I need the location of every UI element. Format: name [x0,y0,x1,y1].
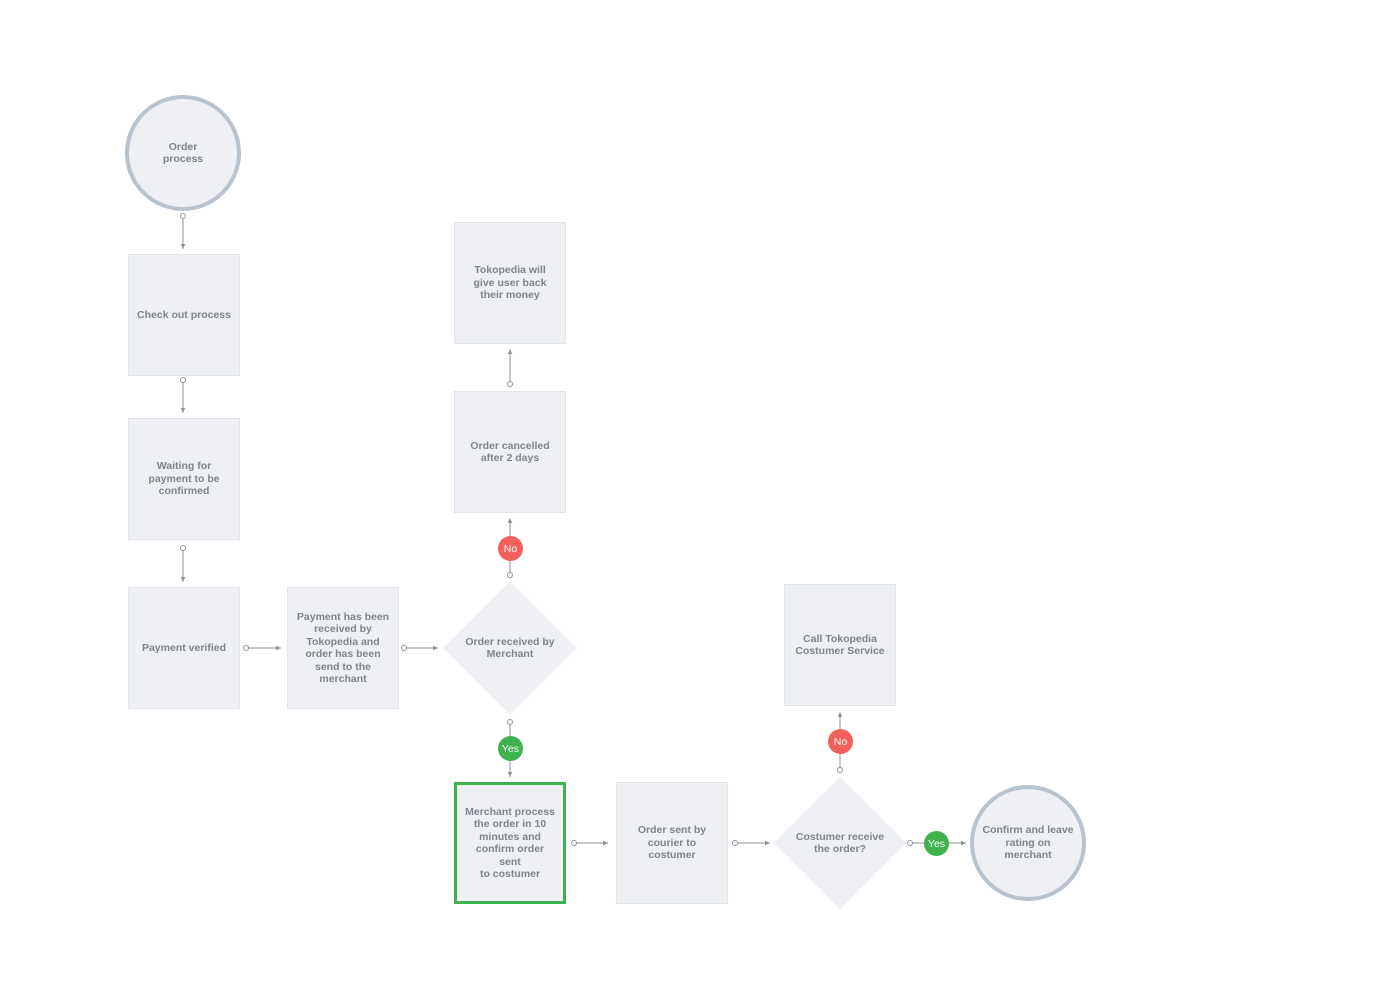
confirm-rating-node: Confirm and leave rating on merchant [970,785,1086,901]
order-received-decision-label: Order received by Merchant [465,635,555,661]
payment-verified-node: Payment verified [128,587,240,709]
payment-verified-label: Payment verified [141,641,227,654]
waiting-node: Waiting for payment to be confirmed [128,418,240,540]
refund-label: Tokopedia will give user back their mone… [473,264,547,302]
start-node-label: Order process [162,140,204,166]
order-received-decision: Order received by Merchant [443,581,577,715]
payment-received-label: Payment has been received by Tokopedia a… [296,610,390,686]
start-node: Order process [125,95,241,211]
connector-dot [180,213,186,219]
connector-dot [507,572,513,578]
confirm-rating-label: Confirm and leave rating on merchant [982,824,1074,862]
checkout-node-label: Check out process [137,308,231,321]
costumer-receive-decision-label: Costumer receive the order? [795,830,885,856]
waiting-node-label: Waiting for payment to be confirmed [148,460,220,498]
order-sent-label: Order sent by courier to costumer [637,824,707,862]
connector-dot [732,840,738,846]
connector-dot [907,840,913,846]
connector-dot [243,645,249,651]
refund-node: Tokopedia will give user back their mone… [454,222,566,344]
order-cancelled-label: Order cancelled after 2 days [470,439,550,465]
no-badge: No [828,729,853,754]
merchant-process-node: Merchant process the order in 10 minutes… [454,782,566,904]
payment-received-node: Payment has been received by Tokopedia a… [287,587,399,709]
no-badge: No [498,536,523,561]
connector-dot [571,840,577,846]
connector-dot [507,719,513,725]
call-cs-label: Call Tokopedia Costumer Service [795,632,885,658]
merchant-process-label: Merchant process the order in 10 minutes… [465,805,555,881]
connector-dot [837,767,843,773]
checkout-node: Check out process [128,254,240,376]
connector-dot [180,377,186,383]
connector-dot [180,545,186,551]
order-sent-node: Order sent by courier to costumer [616,782,728,904]
order-cancelled-node: Order cancelled after 2 days [454,391,566,513]
call-cs-node: Call Tokopedia Costumer Service [784,584,896,706]
yes-badge: Yes [924,831,949,856]
costumer-receive-decision: Costumer receive the order? [773,776,907,910]
connector-dot [507,381,513,387]
connector-dot [401,645,407,651]
yes-badge: Yes [498,736,523,761]
